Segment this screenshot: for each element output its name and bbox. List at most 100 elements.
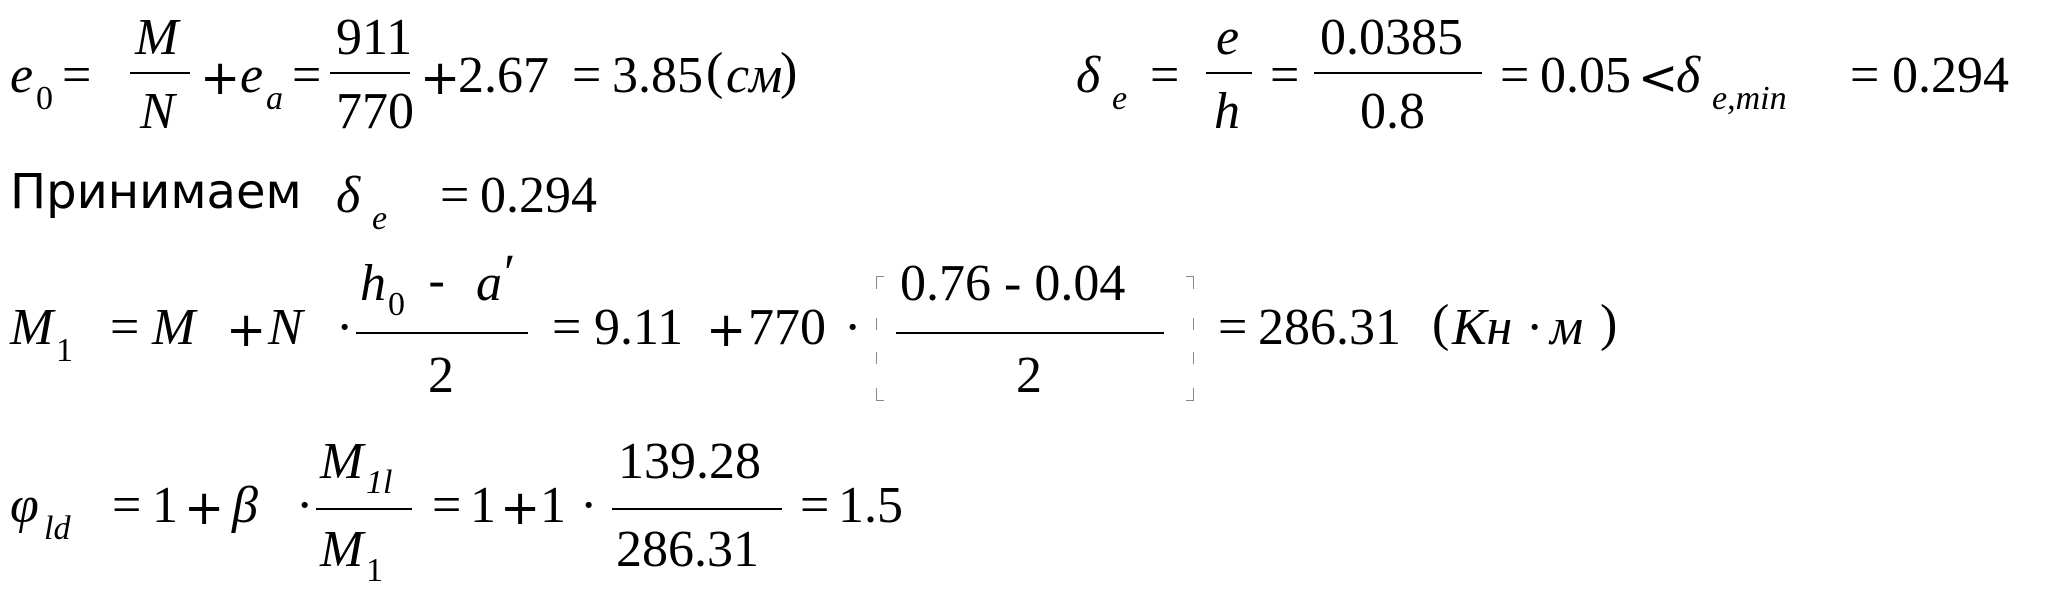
plus: +: [184, 480, 225, 536]
value: 3.85: [612, 47, 703, 104]
equals: =: [1218, 299, 1248, 356]
value: 0.294: [1892, 47, 2009, 104]
fraction-numerator: 139.28: [618, 433, 761, 490]
bracket-mark: [876, 352, 884, 364]
bracket-mark: [876, 318, 884, 330]
fraction-denominator: 2: [428, 347, 454, 404]
fraction-denominator: N: [140, 83, 175, 140]
fraction-bar: [356, 332, 528, 334]
bracket-mark: [1186, 276, 1194, 289]
paren-close: ): [1600, 295, 1618, 352]
fraction-denominator: 0.8: [1360, 83, 1425, 140]
dot: ·: [296, 477, 314, 534]
paren-open: (: [706, 43, 724, 100]
value: 0.294: [480, 167, 597, 224]
less-than: <: [1638, 50, 1679, 106]
formula-m1: M 1 = M + N · h 0 - a ′ 2 = 9.11 + 770 ·…: [0, 240, 2048, 420]
value: 1: [540, 477, 566, 534]
symbol-e: e: [240, 47, 264, 104]
value: 0.05: [1540, 47, 1631, 104]
symbol-M: M: [152, 299, 196, 356]
equals: =: [1500, 47, 1530, 104]
bracket-mark: [1186, 388, 1194, 401]
equals: =: [432, 477, 462, 534]
fraction-bar: [612, 508, 782, 510]
fraction-bar: [330, 72, 410, 74]
bracket-mark: [1186, 352, 1194, 364]
subscript: a: [266, 80, 283, 117]
symbol-N: N: [268, 299, 303, 356]
fraction-bar: [1314, 72, 1482, 74]
value: 9.11: [594, 299, 684, 356]
equals: =: [1850, 47, 1880, 104]
bracket-mark: [876, 276, 884, 289]
fraction-bar: [1206, 72, 1252, 74]
subscript: 1l: [366, 464, 393, 501]
unit: м: [1550, 299, 1584, 356]
paren-close: ): [780, 43, 798, 100]
equals: =: [800, 477, 830, 534]
subscript: e,min: [1712, 80, 1787, 117]
symbol-delta: δ: [336, 167, 361, 224]
formula-accept: Принимаем δ e = 0.294: [0, 150, 2048, 240]
fraction-numerator: M: [135, 9, 179, 66]
fraction-numerator: 0.76 - 0.04: [900, 255, 1126, 312]
symbol-phi: φ: [10, 477, 39, 534]
fraction-numerator: e: [1216, 9, 1240, 66]
fraction-bar: [896, 332, 1164, 334]
plus: +: [500, 480, 541, 536]
equals: =: [62, 47, 92, 104]
equals: =: [1150, 47, 1180, 104]
value: 770: [748, 299, 826, 356]
formula-phi: φ ld = 1 + β · M 1l M 1 = 1 + 1 · 139.28…: [0, 420, 2048, 589]
fraction-denominator: M: [320, 521, 364, 578]
equals: =: [110, 299, 140, 356]
subscript: e: [372, 200, 388, 237]
minus: -: [428, 254, 446, 310]
dot: ·: [1526, 299, 1544, 356]
bracket-mark: [1186, 318, 1194, 330]
fraction-numerator: 911: [336, 9, 413, 66]
fraction-numerator: M: [320, 433, 364, 490]
fraction-numerator: h: [360, 255, 386, 312]
equals: =: [112, 477, 142, 534]
value: 1: [470, 477, 496, 534]
equals: =: [292, 47, 322, 104]
symbol-delta: δ: [1076, 47, 1101, 104]
text-label: Принимаем: [10, 164, 302, 220]
subscript: 0: [388, 286, 405, 323]
fraction-denominator: 286.31: [616, 521, 759, 578]
unit: см: [726, 47, 783, 104]
subscript: 0: [36, 80, 53, 117]
symbol-a: a: [476, 255, 502, 312]
paren-open: (: [1432, 295, 1450, 352]
value: 1.5: [838, 477, 903, 534]
bracket-mark: [876, 388, 884, 401]
equals: =: [572, 47, 602, 104]
value: 286.31: [1258, 299, 1401, 356]
fraction-denominator: 2: [1016, 347, 1042, 404]
equals: =: [440, 167, 470, 224]
fraction-denominator: 770: [336, 83, 414, 140]
plus: +: [420, 50, 461, 106]
symbol-M: M: [10, 299, 54, 356]
subscript: e: [1112, 80, 1128, 117]
fraction-bar: [316, 508, 412, 510]
prime: ′: [504, 245, 516, 302]
plus: +: [226, 302, 267, 358]
symbol-beta: β: [232, 477, 258, 534]
plus: +: [706, 302, 747, 358]
value: 2.67: [458, 47, 549, 104]
symbol-e: e: [10, 47, 34, 104]
symbol-delta: δ: [1676, 47, 1701, 104]
subscript: 1: [366, 552, 383, 589]
value: 1: [152, 477, 178, 534]
dot: ·: [580, 477, 598, 534]
unit: Кн: [1452, 299, 1513, 356]
dot: ·: [844, 299, 862, 356]
fraction-bar: [130, 72, 190, 74]
subscript: 1: [56, 332, 73, 369]
subscript: ld: [44, 510, 71, 547]
plus: +: [200, 50, 241, 106]
equals: =: [1270, 47, 1300, 104]
